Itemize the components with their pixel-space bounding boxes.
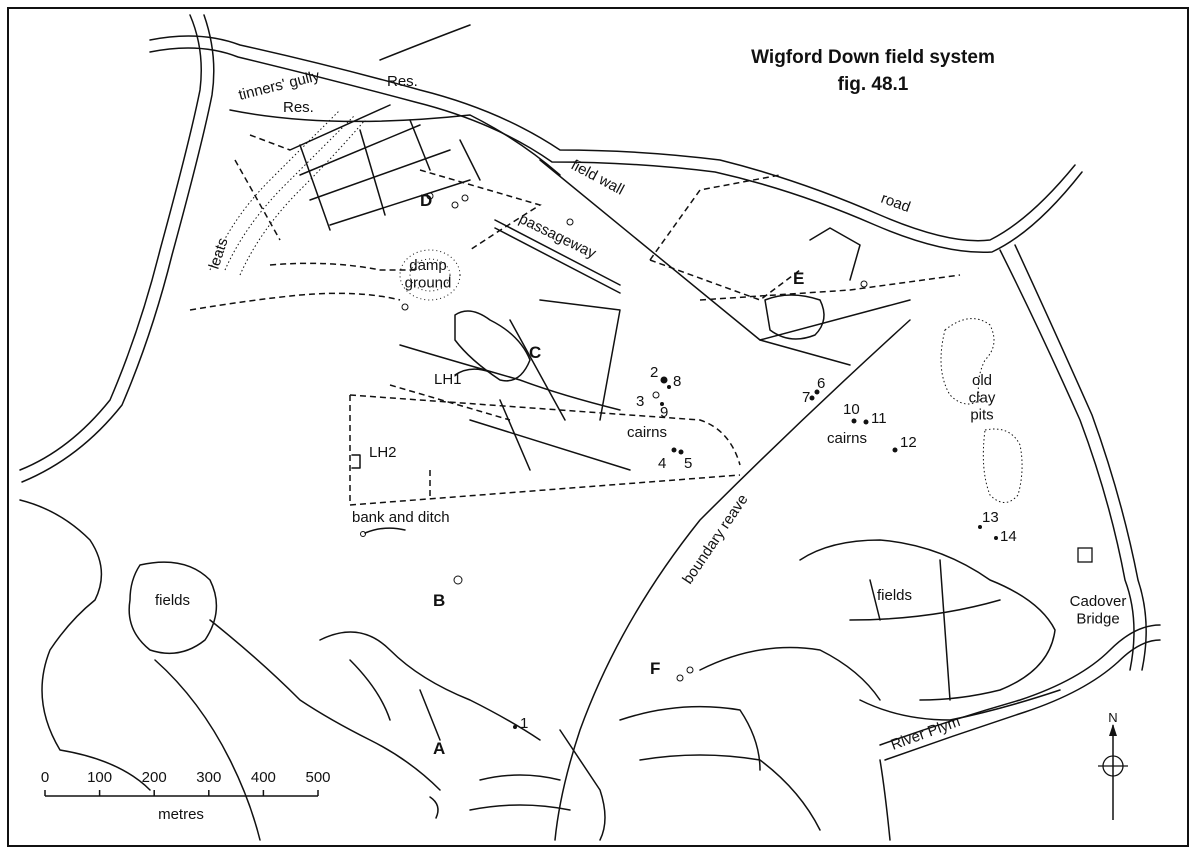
area-label-f: F [650, 659, 660, 678]
enclosure-arc [429, 796, 439, 819]
field-wall-north [229, 109, 561, 176]
cadover-bridge-building [1077, 547, 1093, 563]
cairn-number-2: 2 [650, 364, 658, 381]
label-cairns-1: cairns [627, 424, 667, 441]
area-label-d: D [420, 191, 432, 210]
cairn-number-3: 3 [636, 393, 644, 410]
cairn-number-6: 6 [817, 375, 825, 392]
cairn-number-11: 11 [871, 410, 887, 427]
scale-label-100: 100 [87, 769, 112, 786]
north-arrow-icon: N [1098, 710, 1128, 820]
cairn-marker-3 [652, 391, 660, 399]
road-north-west [149, 35, 1083, 254]
cairn-marker-2 [660, 376, 668, 384]
road-east [999, 244, 1147, 671]
cairn-marker-14 [994, 536, 998, 540]
road-west-spine [19, 14, 215, 483]
leats [209, 109, 366, 276]
south-field-walls [469, 539, 1061, 841]
cairn-number-1: 1 [520, 715, 528, 732]
cairn-marker-10 [851, 418, 857, 424]
lh2-structure [351, 454, 361, 469]
cairn-marker-8 [667, 385, 671, 389]
scale-unit-label: metres [158, 806, 204, 823]
lh1-structure [454, 368, 491, 376]
scale-bar: 0 100 200 300 400 500 metres [41, 769, 331, 823]
area-label-e: E [793, 269, 804, 288]
cairn-marker-9 [660, 402, 664, 406]
cairn-number-7: 7 [802, 389, 810, 406]
map-title-line-2: fig. 48.1 [838, 74, 909, 95]
area-label-c: C [529, 343, 541, 362]
passageway-line-2 [494, 227, 621, 294]
north-field-walls [189, 104, 542, 311]
cairn-marker-11 [863, 419, 869, 425]
cairn-number-4: 4 [658, 455, 666, 472]
label-lh2: LH2 [369, 444, 397, 461]
label-lh1: LH1 [434, 371, 462, 388]
label-passageway: passageway [516, 210, 599, 262]
cairn-number-9: 9 [660, 404, 668, 421]
passageway-line-1 [494, 219, 621, 286]
label-res-2: Res. [283, 99, 314, 116]
cairn-number-13: 13 [982, 509, 999, 526]
cairn-markers [513, 376, 998, 729]
hut-circles [401, 192, 868, 682]
damp-ground [399, 249, 461, 301]
label-bank-and-ditch: bank and ditch [352, 509, 450, 526]
scale-label-0: 0 [41, 769, 49, 786]
cairn-marker-12 [892, 447, 898, 453]
map-title-line-1: Wigford Down field system [751, 47, 995, 68]
cairn-number-10: 10 [843, 401, 860, 418]
scale-label-400: 400 [251, 769, 276, 786]
cairn-marker-5 [678, 449, 684, 455]
cairn-number-14: 14 [1000, 528, 1017, 545]
north-wall [379, 24, 471, 61]
north-arrow-label: N [1108, 710, 1117, 725]
cairn-number-8: 8 [673, 373, 681, 390]
cairn-marker-1 [513, 725, 517, 729]
area-label-b: B [433, 591, 445, 610]
river-plym [879, 624, 1161, 841]
east-field-walls [649, 174, 961, 341]
bank-and-ditch-end [360, 531, 366, 537]
area-label-a: A [433, 739, 445, 758]
cairn-marker-13 [978, 525, 982, 529]
cairn-marker-4 [671, 447, 677, 453]
label-fields-east: fields [877, 587, 912, 604]
label-road: road [879, 190, 913, 216]
old-clay-pits [940, 318, 1023, 503]
cairn-marker-7 [809, 395, 815, 401]
boundary-reave [554, 319, 911, 841]
label-fields-west: fields [155, 592, 190, 609]
cairn-marker-6 [814, 389, 820, 395]
central-field-walls [349, 299, 741, 506]
label-cairns-2: cairns [827, 430, 867, 447]
label-res-1: Res. [387, 73, 418, 90]
cairn-number-12: 12 [900, 434, 917, 451]
west-field-walls [19, 499, 541, 841]
field-wall-diagonal [539, 159, 851, 366]
scale-label-300: 300 [196, 769, 221, 786]
cairn-number-5: 5 [684, 455, 692, 472]
scale-label-500: 500 [305, 769, 330, 786]
map-frame [7, 7, 1189, 847]
bank-and-ditch-line [364, 527, 406, 534]
scale-label-200: 200 [142, 769, 167, 786]
label-leats: leats [206, 236, 232, 271]
